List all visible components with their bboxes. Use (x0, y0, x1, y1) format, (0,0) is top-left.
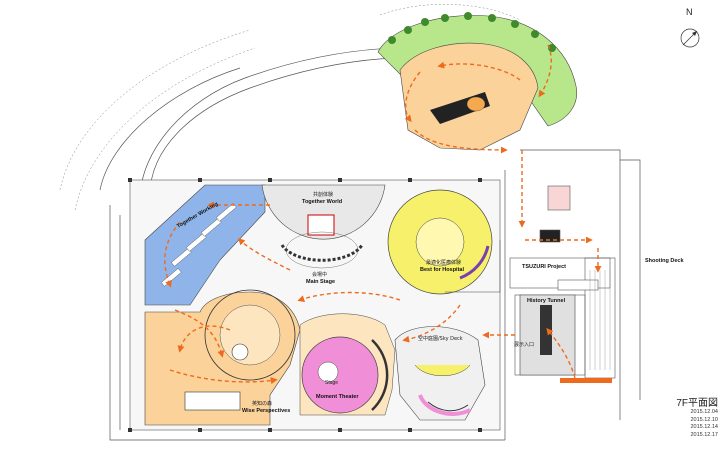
label-main-stage-jp: 会場中 (312, 271, 327, 278)
label-entrance: 展示入口 (514, 342, 534, 348)
revision-date: 2015.12.17 (690, 431, 718, 438)
together-working-desks (161, 203, 237, 287)
together-world-zone (261, 184, 386, 240)
moment-theater-zone (299, 313, 396, 416)
label-history-tunnel: History Tunnel (527, 298, 566, 304)
escalators (589, 270, 611, 370)
wise-perspectives-dome (204, 289, 296, 381)
wise-perspectives-inner (219, 304, 281, 366)
label-best-for-hospital-en: Best for Hospital (420, 267, 464, 273)
label-wise-perspectives-en: Wise Perspectives (242, 408, 290, 414)
label-shooting-deck: Shooting Deck (645, 258, 684, 264)
wise-perspectives-table (184, 391, 241, 411)
label-wise-perspectives-jp: 英知の森 (252, 400, 272, 407)
dashed-rings (59, 4, 521, 211)
plan-title-block: 7F平面図 2015.12.04 2015.12.10 2015.12.14 2… (660, 398, 718, 439)
label-main-stage-en: Main Stage (306, 279, 335, 285)
revision-date: 2015.12.14 (690, 424, 718, 430)
main-stage (280, 231, 364, 269)
label-moment-theater: Moment Theater (316, 394, 359, 400)
column-marks (128, 178, 482, 432)
label-together-world-jp: 共創体験 (313, 191, 333, 198)
label-best-for-hospital-jp: 最適化医療体験 (426, 259, 461, 266)
together-world-screen (307, 214, 335, 236)
entrance-bar (560, 378, 612, 383)
history-tunnel-room (519, 294, 576, 376)
label-stage: Stage (325, 380, 338, 386)
building-outline (99, 47, 641, 441)
label-tsuzuri-project: TSUZURI Project (522, 264, 566, 270)
visitor-route (164, 44, 602, 385)
plan-title: 7F平面図 (676, 398, 718, 409)
revision-date: 2015.12.04 (690, 409, 718, 415)
compass-north-label: N (686, 7, 693, 17)
garden-rotunda (377, 12, 578, 151)
label-together-world-en: Together World (302, 199, 342, 205)
label-sky-deck: 空中庭園/Sky Deck (418, 335, 463, 342)
revision-date: 2015.12.10 (690, 416, 718, 423)
best-for-hospital-zone (387, 189, 501, 295)
compass-icon (680, 28, 700, 48)
sky-deck-zone (394, 326, 486, 421)
wise-perspectives-center (231, 343, 249, 361)
